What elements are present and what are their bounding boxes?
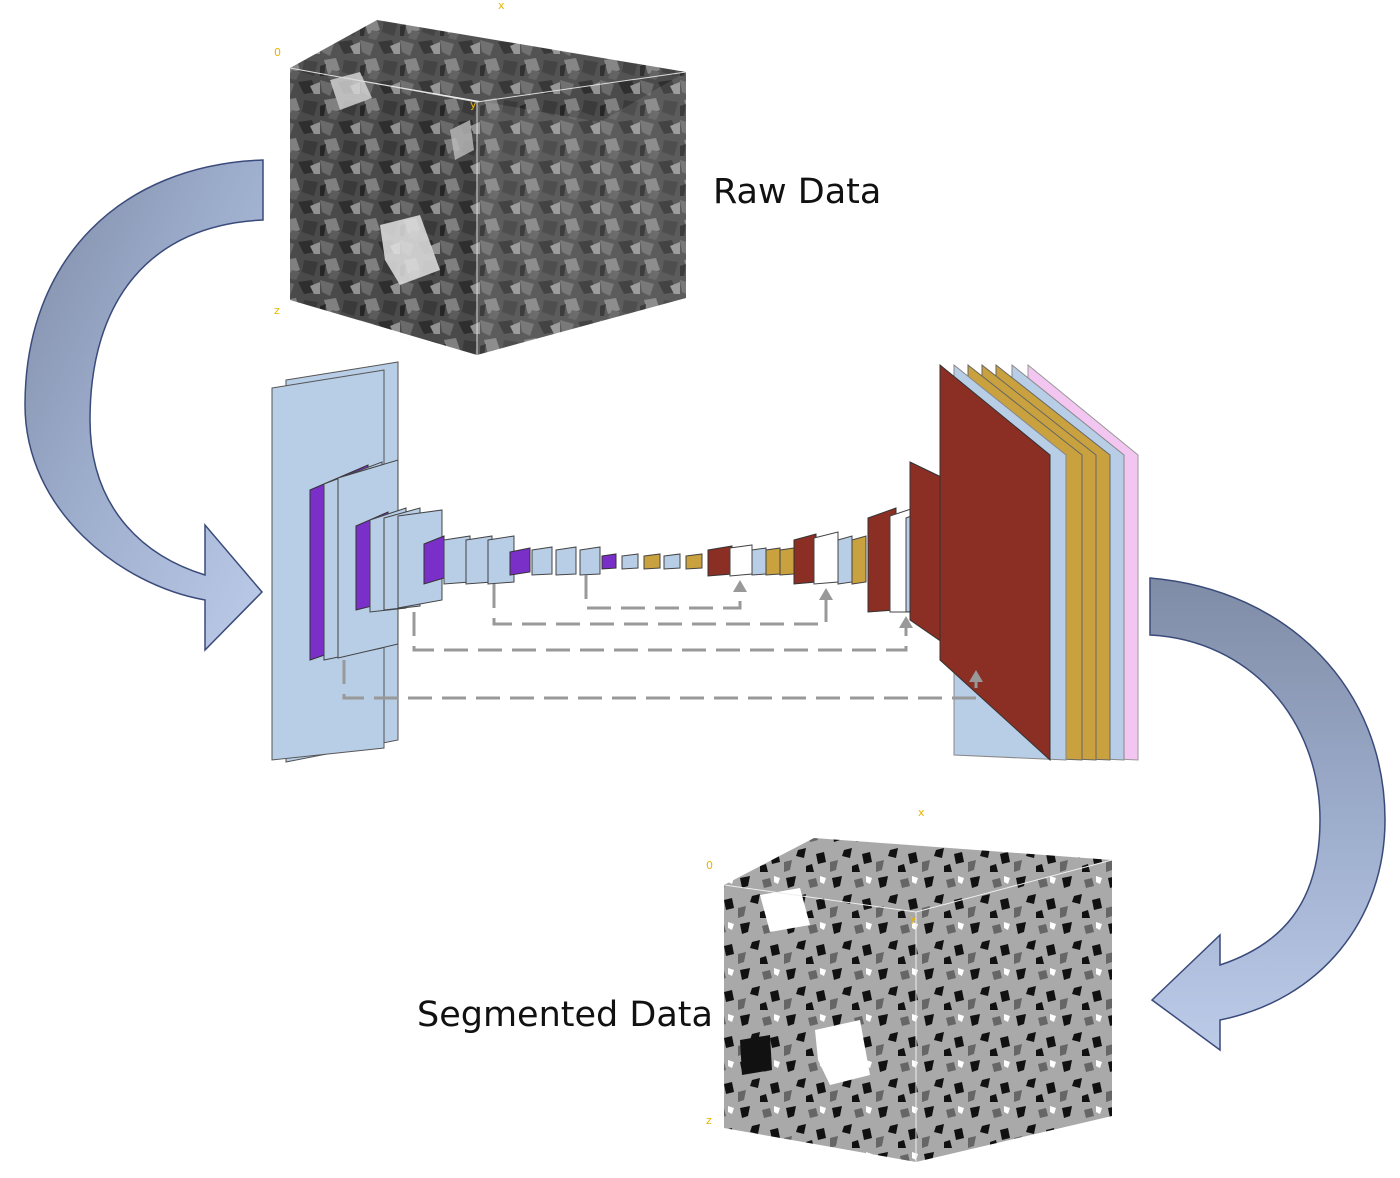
seg-cube-axis-y: y [910,912,917,925]
pool-block-5 [601,553,617,570]
skip-arrowhead-1 [969,670,983,682]
segmented-data-label: Segmented Data [417,995,713,1035]
skip-arrowheads [733,580,983,682]
pool-block-4 [509,547,531,576]
seg-cube-axis-z: z [706,1114,712,1127]
seg-cube-axis-origin: 0 [706,859,713,872]
upconv-block-4 [707,545,733,577]
left-curved-arrow [24,159,264,652]
right-curved-arrow [1149,577,1386,1052]
conv-block-4b [555,546,577,576]
pool-block-3 [423,535,445,585]
skip-arrowhead-2 [899,616,913,628]
conv-block-4a [531,546,553,576]
seg-cube-front-face [724,885,916,1162]
output-slab-red [939,363,1051,762]
dec-block-4a [751,547,767,576]
unet-encoder [271,361,703,763]
raw-cube-axis-y: y [470,98,477,111]
skip-connection-2 [412,612,908,652]
skip-connection-4 [584,575,742,610]
skip-arrowhead-3 [819,588,833,600]
concat-block-4 [729,544,753,577]
skip-arrowhead-4 [733,580,747,592]
dec-block-3a [837,535,853,585]
bottleneck-block-c [663,553,681,570]
concat-block-3 [813,531,839,585]
raw-data-cube: 0 x y z [274,0,687,355]
dec-block-4c [779,547,795,576]
bottleneck-block-b [643,553,661,570]
raw-data-label: Raw Data [713,172,882,212]
conv-block-3c [487,535,515,585]
raw-cube-axis-origin: 0 [274,46,281,59]
skip-connection-1 [342,660,978,700]
seg-cube-side-face [916,860,1112,1162]
seg-cube-top-face [724,838,1112,912]
segmented-data-cube: 0 x y z [706,806,1113,1162]
raw-cube-axis-x: x [498,0,505,12]
bottleneck-block-a [621,553,639,570]
unet-decoder [707,363,1139,762]
upconv-block-3 [793,533,817,585]
raw-cube-side-face [477,72,686,355]
raw-cube-front-face [290,68,477,355]
dec-block-3b [851,535,867,585]
conv-slab-2c [397,509,443,609]
dec-block-4b [765,547,781,576]
skip-connection-3 [492,584,828,626]
conv-block-4c [579,546,601,576]
bottleneck-block-d [685,553,703,570]
seg-cube-axis-x: x [918,806,925,819]
raw-cube-axis-z: z [274,304,280,317]
skip-connections [342,575,978,700]
